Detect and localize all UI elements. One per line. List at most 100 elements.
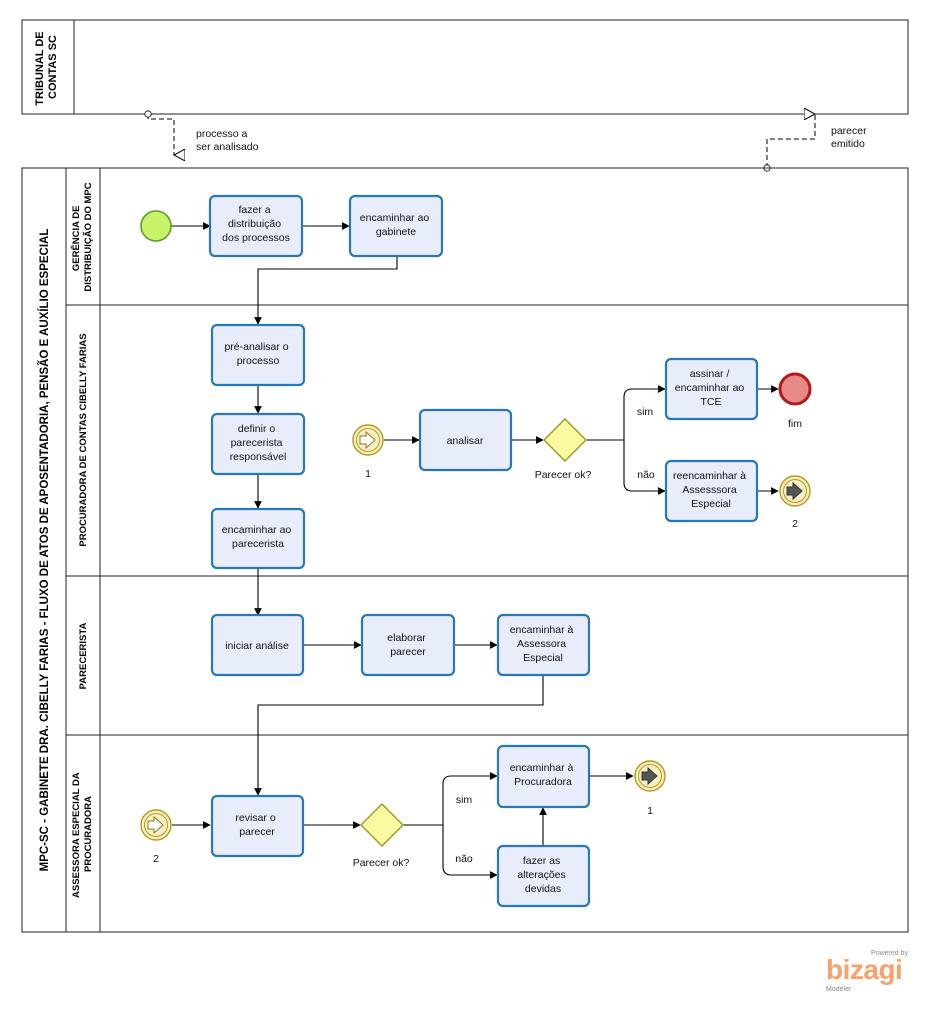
link-catch-event-2-label: 2	[153, 853, 159, 865]
gateway-diamond[interactable]	[360, 803, 404, 847]
start-event[interactable]	[140, 210, 172, 242]
task-reencaminhar-assessora[interactable]: reencaminhar à Assesssora Especial	[664, 459, 759, 523]
message-flow-processo: processo a ser analisado	[148, 114, 259, 155]
logo-powered-by: Powered by	[871, 950, 908, 957]
message-flow-processo-line	[148, 114, 174, 155]
task-label: iniciar análise	[225, 640, 289, 652]
pool-mpc: MPC-SC - GABINETE DRA. CIBELLY FARIAS - …	[21, 167, 909, 933]
start-event-circle[interactable]	[140, 210, 172, 242]
sequence-flows	[171, 222, 779, 879]
task-label: fazer a distribuição dos processos	[222, 204, 290, 244]
message-flow-processo-label: processo a ser analisado	[196, 128, 259, 153]
pool-tribunal: TRIBUNAL DE CONTAS SC	[21, 19, 909, 115]
gateway-sim-label: sim	[637, 406, 654, 418]
link-throw-event-2[interactable]: 2	[779, 475, 811, 530]
logo-product: Modeler	[826, 986, 852, 993]
pool-mpc-border	[21, 167, 909, 933]
link-arrow-icon	[786, 481, 803, 501]
link-catch-event-2-inner	[144, 813, 168, 837]
task-box[interactable]	[210, 613, 305, 677]
pool-mpc-title: MPC-SC - GABINETE DRA. CIBELLY FARIAS - …	[38, 229, 51, 872]
end-event-label: fim	[788, 418, 802, 430]
task-box[interactable]	[418, 408, 513, 472]
task-label: reencaminhar à Assesssora Especial	[673, 470, 749, 510]
task-box[interactable]	[664, 459, 759, 523]
gateway-label: Parecer ok?	[353, 857, 410, 869]
lane-title-parecerista: PARECERISTA	[78, 623, 89, 690]
task-label: definir o parecerista responsável	[230, 423, 287, 463]
gateway-label: Parecer ok?	[535, 469, 592, 481]
end-event[interactable]: fim	[778, 372, 812, 430]
pool-tribunal-title: TRIBUNAL DE CONTAS SC	[34, 28, 59, 105]
message-flow-parecer-line	[767, 114, 815, 168]
flow-encaminhar-assessora-to-revisar	[254, 675, 544, 796]
task-label: encaminhar ao parecerista	[222, 524, 294, 550]
link-arrow-icon	[641, 766, 658, 786]
gateway-parecer-ok-2[interactable]: Parecer ok? sim não	[353, 794, 473, 869]
gateway-diamond[interactable]	[543, 418, 587, 462]
task-box[interactable]	[496, 613, 591, 677]
task-label: elaborar parecer	[387, 632, 428, 658]
task-label: encaminhar ao gabinete	[360, 212, 432, 238]
message-flow-parecer-label: parecer emitido	[831, 125, 870, 150]
flow-gateway1-sim	[586, 385, 666, 441]
task-analisar[interactable]: analisar	[418, 408, 513, 472]
link-catch-event-1-inner	[356, 428, 380, 452]
lane-title-assessora: ASSESSORA ESPECIAL DA PROCURADORA	[71, 770, 94, 898]
task-box[interactable]	[210, 412, 306, 476]
gateway-parecer-ok-1[interactable]: Parecer ok? sim não	[535, 406, 655, 481]
task-label: analisar	[447, 435, 484, 447]
task-iniciar-analise[interactable]: iniciar análise	[210, 613, 305, 677]
task-definir-parecerista[interactable]: definir o parecerista responsável	[210, 412, 306, 476]
task-label: pré-analisar o processo	[224, 341, 291, 367]
task-box[interactable]	[360, 613, 456, 677]
flow-gateway1-nao	[623, 440, 666, 495]
lane-title-gerencia: GERÊNCIA DE DISTRIBUIÇÃO DO MPC	[70, 182, 94, 291]
task-box[interactable]	[664, 357, 759, 421]
task-box[interactable]	[210, 794, 305, 858]
task-elaborar-parecer[interactable]: elaborar parecer	[360, 613, 456, 677]
task-box[interactable]	[210, 323, 306, 387]
flow-gabinete-to-preanalisar	[254, 256, 398, 325]
link-catch-event-1[interactable]: 1	[352, 424, 384, 480]
task-encaminhar-parecerista[interactable]: encaminhar ao parecerista	[210, 507, 306, 570]
gateway-sim-label: sim	[456, 794, 473, 806]
task-fazer-alteracoes[interactable]: fazer as alterações devidas	[496, 844, 591, 908]
flow-gateway2-nao	[442, 825, 498, 879]
task-label: encaminhar à Assessora Especial	[510, 624, 577, 664]
link-arrow-icon	[359, 430, 376, 450]
task-box[interactable]	[496, 744, 591, 809]
task-fazer-distribuicao[interactable]: fazer a distribuição dos processos	[208, 194, 304, 258]
task-encaminhar-gabinete[interactable]: encaminhar ao gabinete	[348, 194, 444, 258]
link-throw-event-1-inner	[638, 764, 662, 788]
logo-brand: bizagi	[826, 954, 903, 985]
task-label: assinar / encaminhar ao TCE	[675, 368, 747, 408]
task-assinar-tce[interactable]: assinar / encaminhar ao TCE	[664, 357, 759, 421]
task-box[interactable]	[208, 194, 304, 258]
flow-gateway2-sim	[403, 772, 498, 826]
gateway-nao-label: não	[455, 853, 473, 865]
link-throw-event-1[interactable]: 1	[634, 760, 666, 817]
bizagi-logo: Powered by bizagi Modeler	[822, 950, 914, 996]
task-label: fazer as alterações devidas	[517, 855, 568, 895]
task-revisar-parecer[interactable]: revisar o parecer	[210, 794, 305, 858]
task-pre-analisar[interactable]: pré-analisar o processo	[210, 323, 306, 387]
link-throw-event-2-inner	[783, 479, 807, 503]
link-throw-event-2-label: 2	[792, 518, 798, 530]
task-box[interactable]	[496, 844, 591, 908]
link-catch-event-2[interactable]: 2	[140, 809, 172, 865]
task-box[interactable]	[348, 194, 444, 258]
task-box[interactable]	[210, 507, 306, 570]
link-catch-event-1-label: 1	[365, 468, 371, 480]
end-event-circle[interactable]	[778, 372, 812, 406]
lane-title-procuradora: PROCURADORA DE CONTAS CIBELLY FARIAS	[78, 333, 89, 546]
task-encaminhar-procuradora[interactable]: encaminhar à Procuradora	[496, 744, 591, 809]
link-throw-event-1-label: 1	[647, 805, 653, 817]
task-label: encaminhar à Procuradora	[510, 762, 577, 788]
task-label: revisar o parecer	[235, 812, 278, 838]
task-encaminhar-assessora[interactable]: encaminhar à Assessora Especial	[496, 613, 591, 677]
message-flow-parecer: parecer emitido	[767, 114, 870, 168]
pool-tribunal-border	[21, 19, 909, 115]
link-arrow-icon	[147, 815, 164, 835]
